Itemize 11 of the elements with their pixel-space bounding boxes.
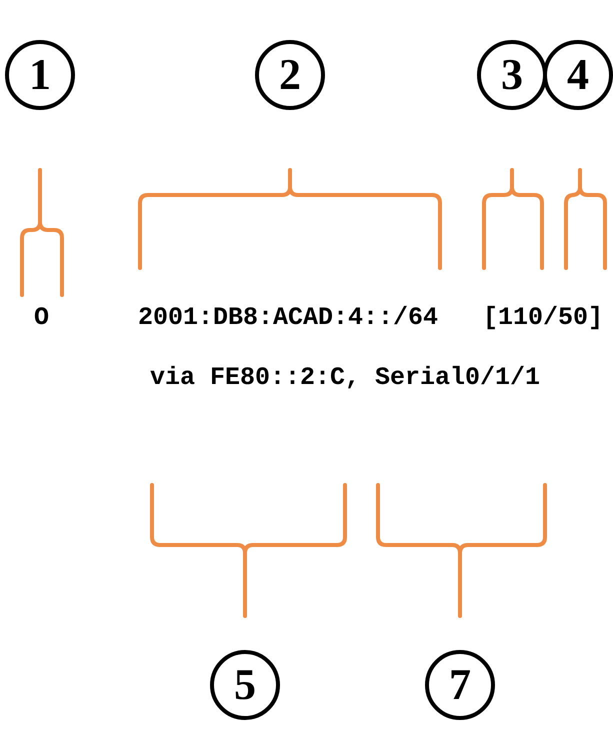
network-prefix: 2001:DB8:ACAD:4::/64	[138, 305, 438, 330]
callout-number: 3	[477, 40, 547, 110]
exit-interface: Serial0/1/1	[375, 365, 540, 390]
route-source-code: O	[34, 305, 50, 330]
callout-number: 7	[425, 650, 495, 720]
callout-number: 4	[543, 40, 613, 110]
route-metric: [110/50]	[483, 305, 604, 330]
next-hop-address: via FE80::2:C,	[150, 365, 360, 390]
callout-number: 5	[210, 650, 280, 720]
callout-number: 2	[255, 40, 325, 110]
callout-number: 1	[5, 40, 75, 110]
